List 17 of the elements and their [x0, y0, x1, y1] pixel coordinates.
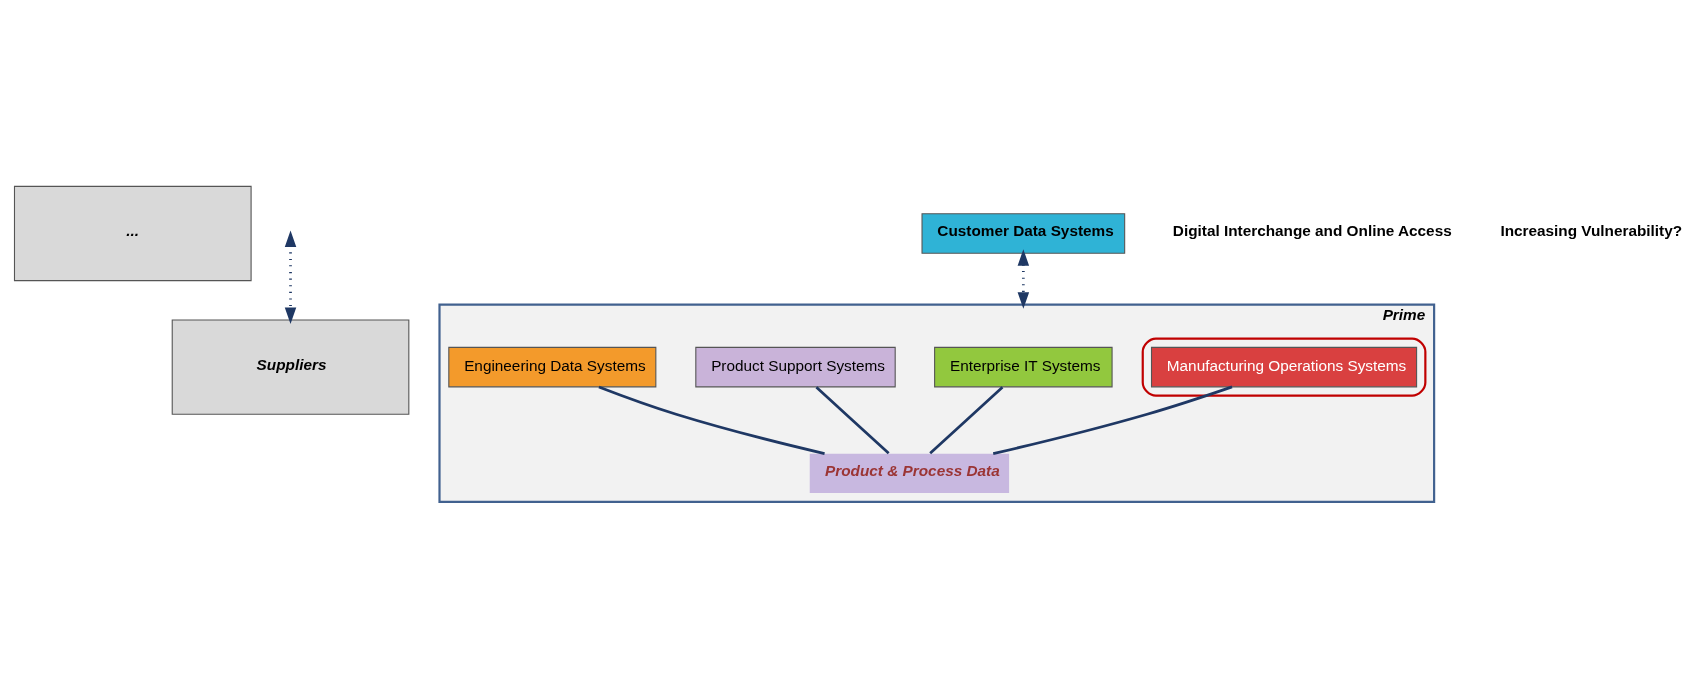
node-box: Engineering Data Systems — [448, 346, 657, 387]
arrow — [1017, 248, 1030, 309]
label: Digital Interchange and Online Access — [1172, 221, 1452, 239]
node-box: Customer Data Systems — [921, 212, 1126, 254]
node-box: Product & Process Data — [809, 453, 1010, 493]
arrow — [284, 230, 297, 324]
cluster — [1141, 337, 1427, 397]
connector — [992, 385, 1233, 455]
node-box: Product Support Systems — [695, 346, 896, 387]
connector — [929, 385, 1004, 454]
label: Increasing Vulnerability? — [1500, 221, 1683, 239]
node-box: Manufacturing Operations Systems — [1150, 346, 1418, 387]
node-box: Suppliers — [171, 318, 410, 415]
node-box: ... — [13, 185, 252, 281]
connector — [815, 385, 890, 454]
node-box: Enterprise IT Systems — [934, 346, 1113, 387]
connector — [598, 385, 825, 455]
